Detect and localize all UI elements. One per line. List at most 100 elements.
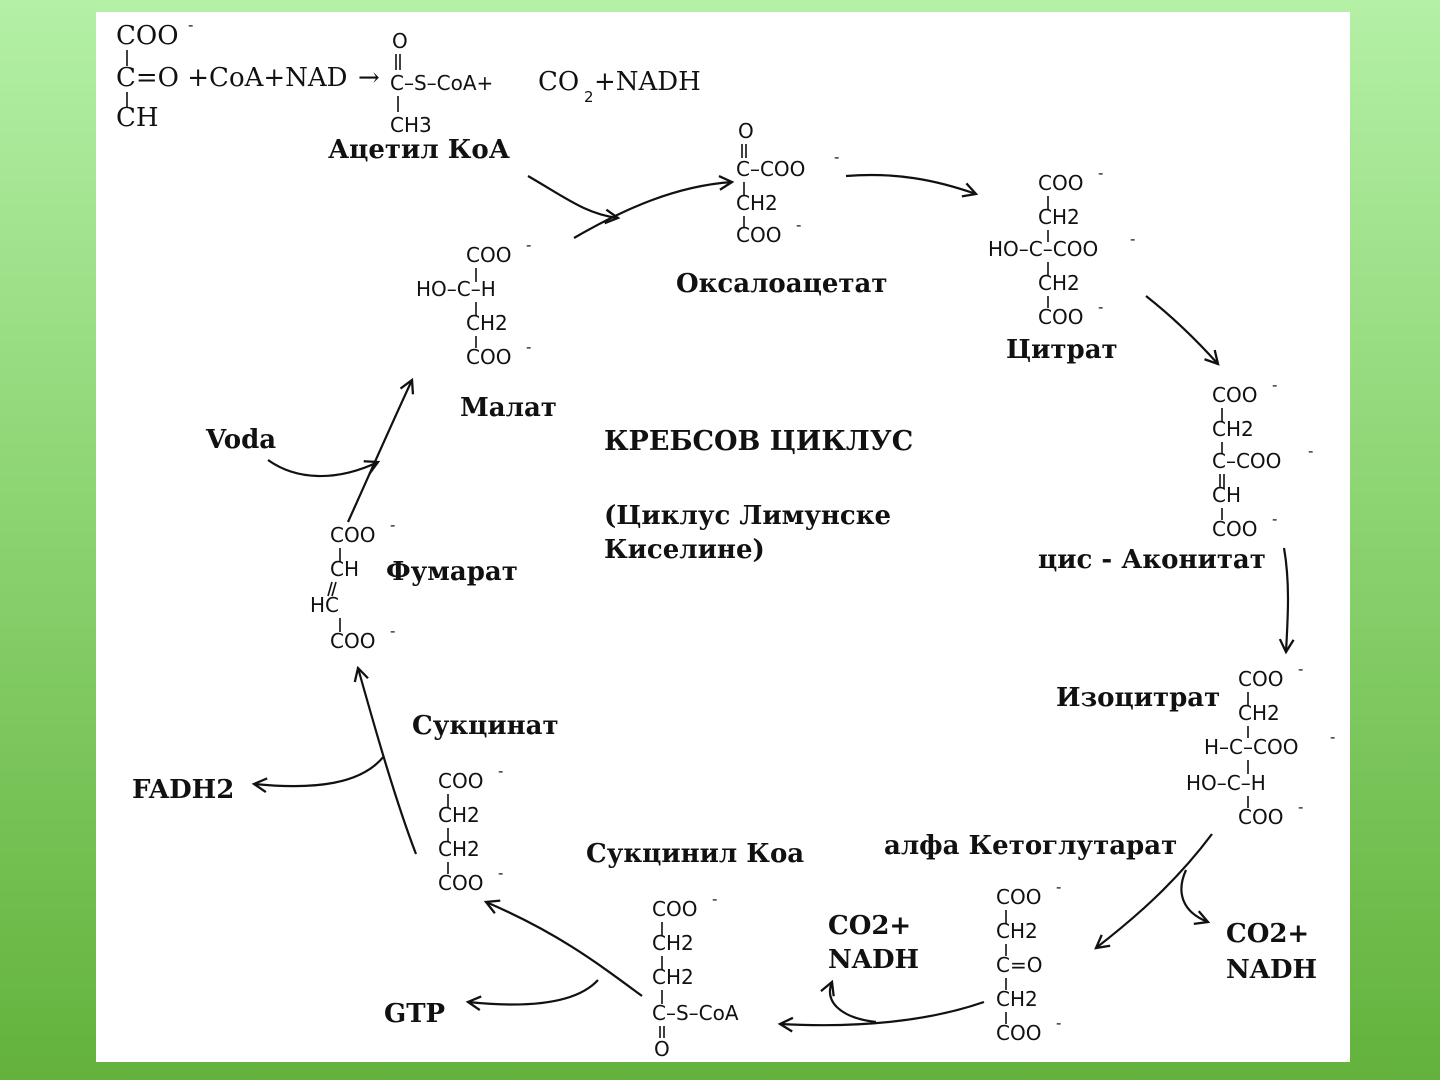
succinate-ch2-top: CH2 xyxy=(438,803,480,827)
nadh-label-isocitrate: NADH xyxy=(1226,955,1317,985)
fumarate-label: Фумарат xyxy=(386,557,518,587)
bond xyxy=(331,581,337,597)
fumarate-ch: CH xyxy=(330,557,359,581)
slide: COO - C=O +CoA+NAD CH → O C–S–CoA+ CO 2 … xyxy=(96,12,1350,1062)
arrow-citrate-to-aconitate xyxy=(1145,295,1218,364)
succinyl-o: O xyxy=(654,1037,670,1061)
isocitrate-structure: COO - CH2 H–C–COO - HO–C–H COO - xyxy=(1186,660,1335,829)
akg-coo-top: COO xyxy=(996,885,1041,909)
pyruvate-carbonyl-line: C=O +CoA+NAD xyxy=(116,63,348,93)
charge: - xyxy=(1098,298,1103,316)
arrow-water-in xyxy=(267,459,378,478)
krebs-cycle-diagram: COO - C=O +CoA+NAD CH → O C–S–CoA+ CO 2 … xyxy=(116,16,1335,1061)
diagram-subtitle-line1: (Циклус Лимунске xyxy=(604,501,891,531)
fumarate-coo-bottom: COO xyxy=(330,629,375,653)
co2-text: CO xyxy=(538,67,579,97)
acetyl-c-s-coa: C–S–CoA+ xyxy=(390,71,493,95)
arrow-ketoglutarate-to-succinyl xyxy=(780,1000,985,1025)
oxaloacetate-structure: O C–COO - CH2 COO - xyxy=(736,119,839,247)
malate-coo-top: COO xyxy=(466,243,511,267)
oxaloacetate-c-coo: C–COO xyxy=(736,157,805,181)
akg-ch2-top: CH2 xyxy=(996,919,1038,943)
arrow-co2-nadh-release-2 xyxy=(830,982,877,1024)
akg-ch2-bottom: CH2 xyxy=(996,987,1038,1011)
citrate-ho-c-coo: HO–C–COO xyxy=(988,237,1098,261)
fumarate-structure: COO - CH HC COO - xyxy=(310,516,395,653)
cis-aconitate-structure: COO - CH2 C–COO - CH COO - xyxy=(1212,376,1313,541)
succinyl-ch2-bottom: CH2 xyxy=(652,965,694,989)
gtp-label: GTP xyxy=(384,999,445,1029)
nadh-label-succinyl: NADH xyxy=(828,945,919,975)
oxaloacetate-label: Оксалоацетат xyxy=(676,269,887,299)
co2-subscript: 2 xyxy=(584,88,594,106)
succinyl-coa-label: Сукцинил Коа xyxy=(586,839,804,869)
charge: - xyxy=(1330,728,1335,746)
citrate-coo-bottom: COO xyxy=(1038,305,1083,329)
succinate-coo-bottom: COO xyxy=(438,871,483,895)
citrate-coo-top: COO xyxy=(1038,171,1083,195)
charge: - xyxy=(526,236,531,254)
aconitate-coo-top: COO xyxy=(1212,383,1257,407)
arrow-acetyl-coa-in xyxy=(527,175,618,218)
citrate-ch2-bottom: CH2 xyxy=(1038,271,1080,295)
citrate-ch2-top: CH2 xyxy=(1038,205,1080,229)
isocitrate-ho-c-h: HO–C–H xyxy=(1186,771,1266,795)
fadh2-label: FADH2 xyxy=(132,775,234,805)
diagram-subtitle-line2: Киселине) xyxy=(604,535,765,565)
voda-label: Voda xyxy=(205,425,276,455)
charge: - xyxy=(1098,164,1103,182)
charge: - xyxy=(1298,660,1303,678)
isocitrate-h-c-coo: H–C–COO xyxy=(1204,735,1298,759)
succinate-ch2-bottom: CH2 xyxy=(438,837,480,861)
fumarate-coo-top: COO xyxy=(330,523,375,547)
arrow-fumarate-to-malate xyxy=(346,380,412,523)
pyruvate-ch: CH xyxy=(116,103,159,133)
reaction-arrow: → xyxy=(358,63,380,93)
charge: - xyxy=(498,762,503,780)
arrow-succinyl-to-succinate xyxy=(486,902,643,997)
charge: - xyxy=(1272,376,1277,394)
charge: - xyxy=(498,864,503,882)
malate-coo-bottom: COO xyxy=(466,345,511,369)
charge: - xyxy=(1056,1014,1061,1032)
isocitrate-coo-bottom: COO xyxy=(1238,805,1283,829)
arrow-isocitrate-to-ketoglutarate xyxy=(1096,833,1213,948)
fumarate-hc: HC xyxy=(310,593,339,617)
charge: - xyxy=(1308,442,1313,460)
succinate-label: Сукцинат xyxy=(412,711,559,741)
charge: - xyxy=(1056,878,1061,896)
arrow-oxaloacetate-to-citrate xyxy=(845,173,976,194)
succinyl-ch2-top: CH2 xyxy=(652,931,694,955)
pyruvate-coo: COO xyxy=(116,21,179,51)
arrow-co2-nadh-release-1 xyxy=(1180,869,1208,922)
arrow-succinate-to-fumarate xyxy=(358,668,418,855)
aconitate-ch: CH xyxy=(1212,483,1241,507)
arrow-gtp-release xyxy=(468,979,599,1004)
diagram-title: КРЕБСОВ ЦИКЛУС xyxy=(604,426,913,457)
citrate-label: Цитрат xyxy=(1006,335,1118,365)
isocitrate-ch2: CH2 xyxy=(1238,701,1280,725)
alpha-ketoglutarate-structure: COO - CH2 C=O CH2 COO - xyxy=(996,878,1061,1045)
oxaloacetate-o: O xyxy=(738,119,754,143)
pyruvate-coo-charge: - xyxy=(188,16,193,34)
charge: - xyxy=(390,516,395,534)
aconitate-coo-bottom: COO xyxy=(1212,517,1257,541)
malate-ho-c-h: HO–C–H xyxy=(416,277,496,301)
charge: - xyxy=(796,216,801,234)
citrate-structure: COO - CH2 HO–C–COO - CH2 COO - xyxy=(988,164,1135,329)
arrow-malate-to-oxaloacetate xyxy=(573,182,732,239)
malate-label: Малат xyxy=(460,393,557,423)
pyruvate-structure: COO - C=O +CoA+NAD CH xyxy=(116,16,348,133)
acetyl-oxygen: O xyxy=(392,29,408,53)
malate-structure: COO - HO–C–H CH2 COO - xyxy=(416,236,531,369)
isocitrate-label: Изоцитрат xyxy=(1056,683,1220,713)
charge: - xyxy=(834,148,839,166)
isocitrate-coo-top: COO xyxy=(1238,667,1283,691)
succinyl-coo: COO xyxy=(652,897,697,921)
alpha-ketoglutarate-label: алфа Кетоглутарат xyxy=(884,831,1177,861)
oxaloacetate-ch2: CH2 xyxy=(736,191,778,215)
bond xyxy=(327,581,333,597)
arrow-aconitate-to-isocitrate xyxy=(1284,547,1288,652)
acetyl-coa-label: Ацетил КоА xyxy=(328,135,510,165)
aconitate-ch2: CH2 xyxy=(1212,417,1254,441)
